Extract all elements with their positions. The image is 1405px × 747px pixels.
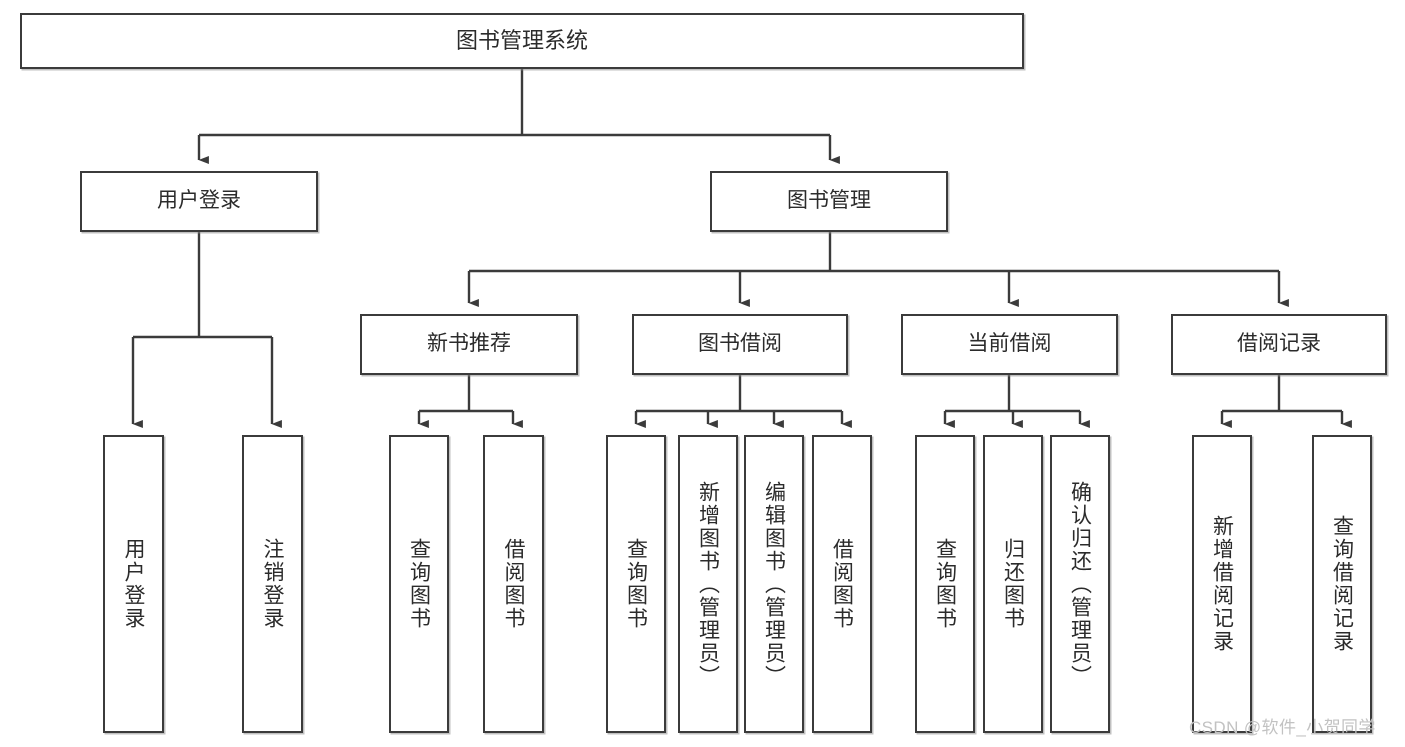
- node-leaf-borrow-book-2[interactable]: 借阅图书: [812, 435, 872, 733]
- node-leaf-borrow-book-1-label: 借阅图书: [502, 538, 525, 630]
- node-leaf-query-borrow-record-label: 查询借阅记录: [1330, 515, 1354, 653]
- node-leaf-user-login[interactable]: 用户登录: [103, 435, 164, 733]
- node-leaf-query-book-2-label: 查询图书: [624, 538, 648, 630]
- node-user-login-label: 用户登录: [157, 189, 241, 213]
- node-root[interactable]: 图书管理系统: [20, 13, 1024, 69]
- node-leaf-edit-book-admin-label: 编辑图书（管理员）: [762, 480, 786, 688]
- node-current-borrow[interactable]: 当前借阅: [901, 314, 1118, 375]
- node-leaf-confirm-return-admin-label: 确认归还（管理员）: [1068, 480, 1092, 688]
- node-leaf-logout-label: 注销登录: [261, 538, 284, 630]
- node-leaf-add-borrow-record[interactable]: 新增借阅记录: [1192, 435, 1252, 733]
- node-leaf-query-borrow-record[interactable]: 查询借阅记录: [1312, 435, 1372, 733]
- node-new-book-recommend-label: 新书推荐: [427, 332, 511, 356]
- node-leaf-return-book[interactable]: 归还图书: [983, 435, 1043, 733]
- node-book-manage[interactable]: 图书管理: [710, 171, 948, 232]
- node-leaf-query-book-1-label: 查询图书: [407, 538, 431, 630]
- node-new-book-recommend[interactable]: 新书推荐: [360, 314, 578, 375]
- node-book-borrow-label: 图书借阅: [698, 332, 782, 356]
- node-leaf-query-book-1[interactable]: 查询图书: [389, 435, 449, 733]
- node-leaf-add-borrow-record-label: 新增借阅记录: [1210, 515, 1234, 653]
- node-borrow-record-label: 借阅记录: [1237, 332, 1321, 356]
- node-leaf-borrow-book-2-label: 借阅图书: [830, 538, 854, 630]
- node-leaf-add-book-admin-label: 新增图书（管理员）: [696, 480, 720, 688]
- node-current-borrow-label: 当前借阅: [967, 332, 1052, 356]
- node-leaf-confirm-return-admin[interactable]: 确认归还（管理员）: [1050, 435, 1110, 733]
- node-leaf-query-book-3-label: 查询图书: [933, 538, 957, 630]
- node-leaf-user-login-label: 用户登录: [122, 538, 145, 630]
- node-book-manage-label: 图书管理: [787, 189, 871, 213]
- node-leaf-query-book-3[interactable]: 查询图书: [915, 435, 975, 733]
- node-leaf-edit-book-admin[interactable]: 编辑图书（管理员）: [744, 435, 804, 733]
- node-borrow-record[interactable]: 借阅记录: [1171, 314, 1387, 375]
- node-user-login[interactable]: 用户登录: [80, 171, 318, 232]
- node-book-borrow[interactable]: 图书借阅: [632, 314, 848, 375]
- node-leaf-logout[interactable]: 注销登录: [242, 435, 303, 733]
- node-leaf-add-book-admin[interactable]: 新增图书（管理员）: [678, 435, 738, 733]
- node-leaf-query-book-2[interactable]: 查询图书: [606, 435, 666, 733]
- csdn-watermark: CSDN @软件_小贺同学: [1189, 718, 1376, 737]
- node-leaf-borrow-book-1[interactable]: 借阅图书: [483, 435, 544, 733]
- node-leaf-return-book-label: 归还图书: [1001, 538, 1025, 630]
- node-root-label: 图书管理系统: [455, 28, 588, 54]
